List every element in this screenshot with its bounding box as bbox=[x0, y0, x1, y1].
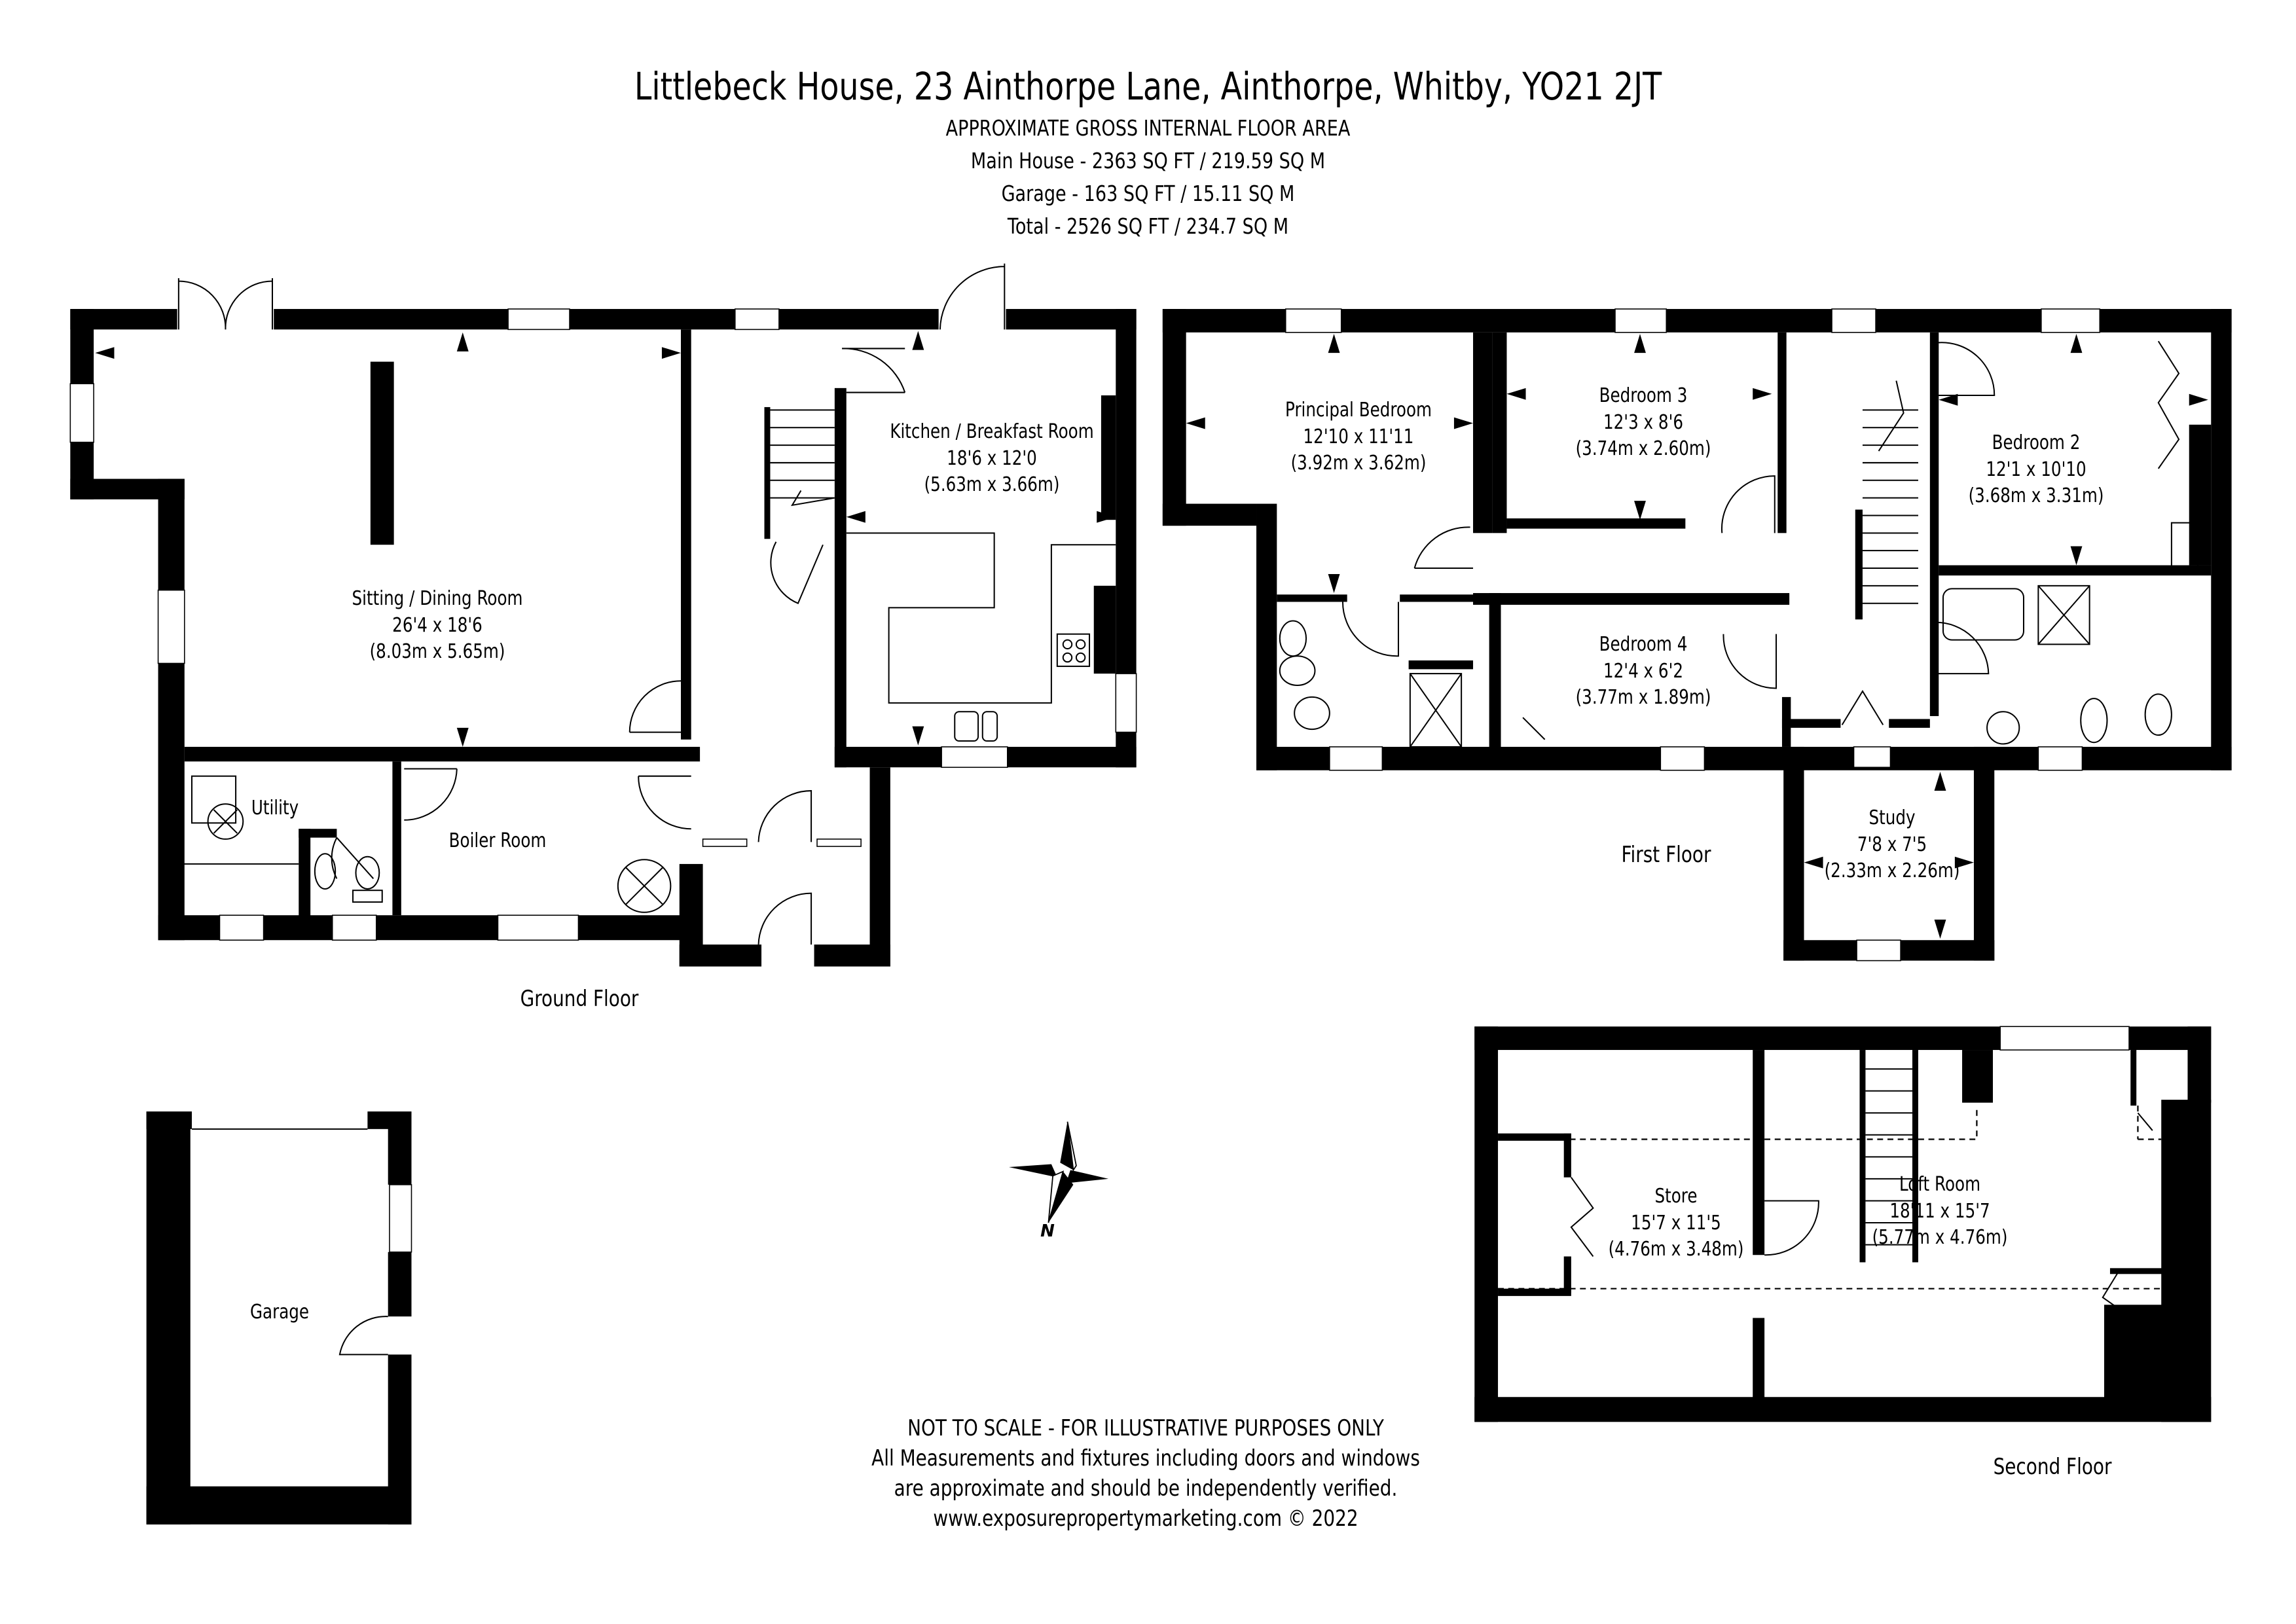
room-name: Sitting / Dining Room bbox=[352, 587, 523, 610]
ground-floor-label: Ground Floor bbox=[520, 986, 639, 1012]
room-name: Loft Room bbox=[1899, 1173, 1981, 1196]
main-house-area: Main House - 2363 SQ FT / 219.59 SQ M bbox=[970, 148, 1326, 173]
room-metric: (3.77m x 1.89m) bbox=[1575, 686, 1711, 709]
room-label-bedroom-4: Bedroom 4 12'4 x 6'2 (3.77m x 1.89m) bbox=[1563, 632, 1724, 712]
room-name: Bedroom 3 bbox=[1599, 384, 1688, 407]
room-imperial: 12'10 x 11'11 bbox=[1303, 425, 1414, 448]
room-imperial: 7'8 x 7'5 bbox=[1857, 833, 1927, 856]
room-metric: (3.92m x 3.62m) bbox=[1290, 452, 1427, 475]
room-name: Store bbox=[1654, 1185, 1698, 1208]
room-name: Principal Bedroom bbox=[1285, 399, 1432, 422]
room-imperial: 12'4 x 6'2 bbox=[1603, 659, 1683, 683]
room-metric: (8.03m x 5.65m) bbox=[369, 640, 505, 663]
compass-rose-icon bbox=[1009, 1121, 1109, 1223]
property-address-title: Littlebeck House, 23 Ainthorpe Lane, Ain… bbox=[634, 64, 1662, 109]
room-metric: (4.76m x 3.48m) bbox=[1608, 1238, 1744, 1261]
room-label-garage: Garage bbox=[249, 1301, 310, 1324]
total-area: Total - 2526 SQ FT / 234.7 SQ M bbox=[1007, 213, 1289, 239]
ground-floor-plan bbox=[69, 263, 1137, 967]
garage-plan bbox=[146, 1111, 412, 1525]
room-metric: (3.68m x 3.31m) bbox=[1968, 484, 2104, 507]
room-imperial: 12'1 x 10'10 bbox=[1986, 458, 2086, 481]
second-floor-plan bbox=[1474, 1026, 2212, 1422]
compass-north-label: N bbox=[1040, 1221, 1055, 1241]
room-imperial: 15'7 x 11'5 bbox=[1631, 1211, 1721, 1235]
room-label-boiler: Boiler Room bbox=[448, 829, 547, 852]
room-label-study: Study 7'8 x 7'5 (2.33m x 2.26m) bbox=[1812, 805, 1973, 885]
room-label-bedroom-3: Bedroom 3 12'3 x 8'6 (3.74m x 2.60m) bbox=[1563, 383, 1724, 463]
disclaimer-not-to-scale: NOT TO SCALE - FOR ILLUSTRATIVE PURPOSES… bbox=[907, 1415, 1384, 1441]
disclaimer-block: NOT TO SCALE - FOR ILLUSTRATIVE PURPOSES… bbox=[743, 1414, 1548, 1534]
room-name: Bedroom 2 bbox=[1992, 431, 2081, 454]
room-imperial: 26'4 x 18'6 bbox=[392, 613, 483, 637]
first-floor-label: First Floor bbox=[1621, 842, 1711, 868]
room-metric: (5.77m x 4.76m) bbox=[1872, 1226, 2008, 1249]
room-imperial: 12'3 x 8'6 bbox=[1603, 410, 1683, 434]
room-metric: (2.33m x 2.26m) bbox=[1824, 859, 1960, 882]
room-label-bedroom-2: Bedroom 2 12'1 x 10'10 (3.68m x 3.31m) bbox=[1956, 430, 2117, 510]
room-imperial: 18'6 x 12'0 bbox=[947, 446, 1037, 470]
room-name: Kitchen / Breakfast Room bbox=[890, 420, 1094, 443]
disclaimer-measurements: All Measurements and fixtures including … bbox=[871, 1445, 1420, 1471]
room-label-store: Store 15'7 x 11'5 (4.76m x 3.48m) bbox=[1601, 1183, 1751, 1263]
room-name: Study bbox=[1868, 806, 1916, 829]
second-floor-label: Second Floor bbox=[1993, 1454, 2112, 1480]
room-label-sitting-dining: Sitting / Dining Room 26'4 x 18'6 (8.03m… bbox=[330, 586, 545, 666]
room-label-kitchen: Kitchen / Breakfast Room 18'6 x 12'0 (5.… bbox=[871, 419, 1113, 499]
floor-area-heading: APPROXIMATE GROSS INTERNAL FLOOR AREA bbox=[945, 115, 1351, 141]
room-name: Bedroom 4 bbox=[1599, 633, 1688, 656]
copyright-website: www.exposurepropertymarketing.com © 2022 bbox=[933, 1505, 1358, 1532]
disclaimer-verify: are approximate and should be independen… bbox=[894, 1475, 1398, 1502]
room-metric: (3.74m x 2.60m) bbox=[1575, 437, 1711, 460]
room-imperial: 18'11 x 15'7 bbox=[1889, 1199, 1990, 1223]
room-metric: (5.63m x 3.66m) bbox=[924, 473, 1060, 496]
room-label-principal-bedroom: Principal Bedroom 12'10 x 11'11 (3.92m x… bbox=[1256, 397, 1461, 477]
first-floor-plan bbox=[1162, 308, 2232, 962]
garage-area: Garage - 163 SQ FT / 15.11 SQ M bbox=[1001, 181, 1295, 206]
room-label-loft-room: Loft Room 18'11 x 15'7 (5.77m x 4.76m) bbox=[1859, 1172, 2020, 1252]
room-label-utility: Utility bbox=[251, 797, 299, 820]
